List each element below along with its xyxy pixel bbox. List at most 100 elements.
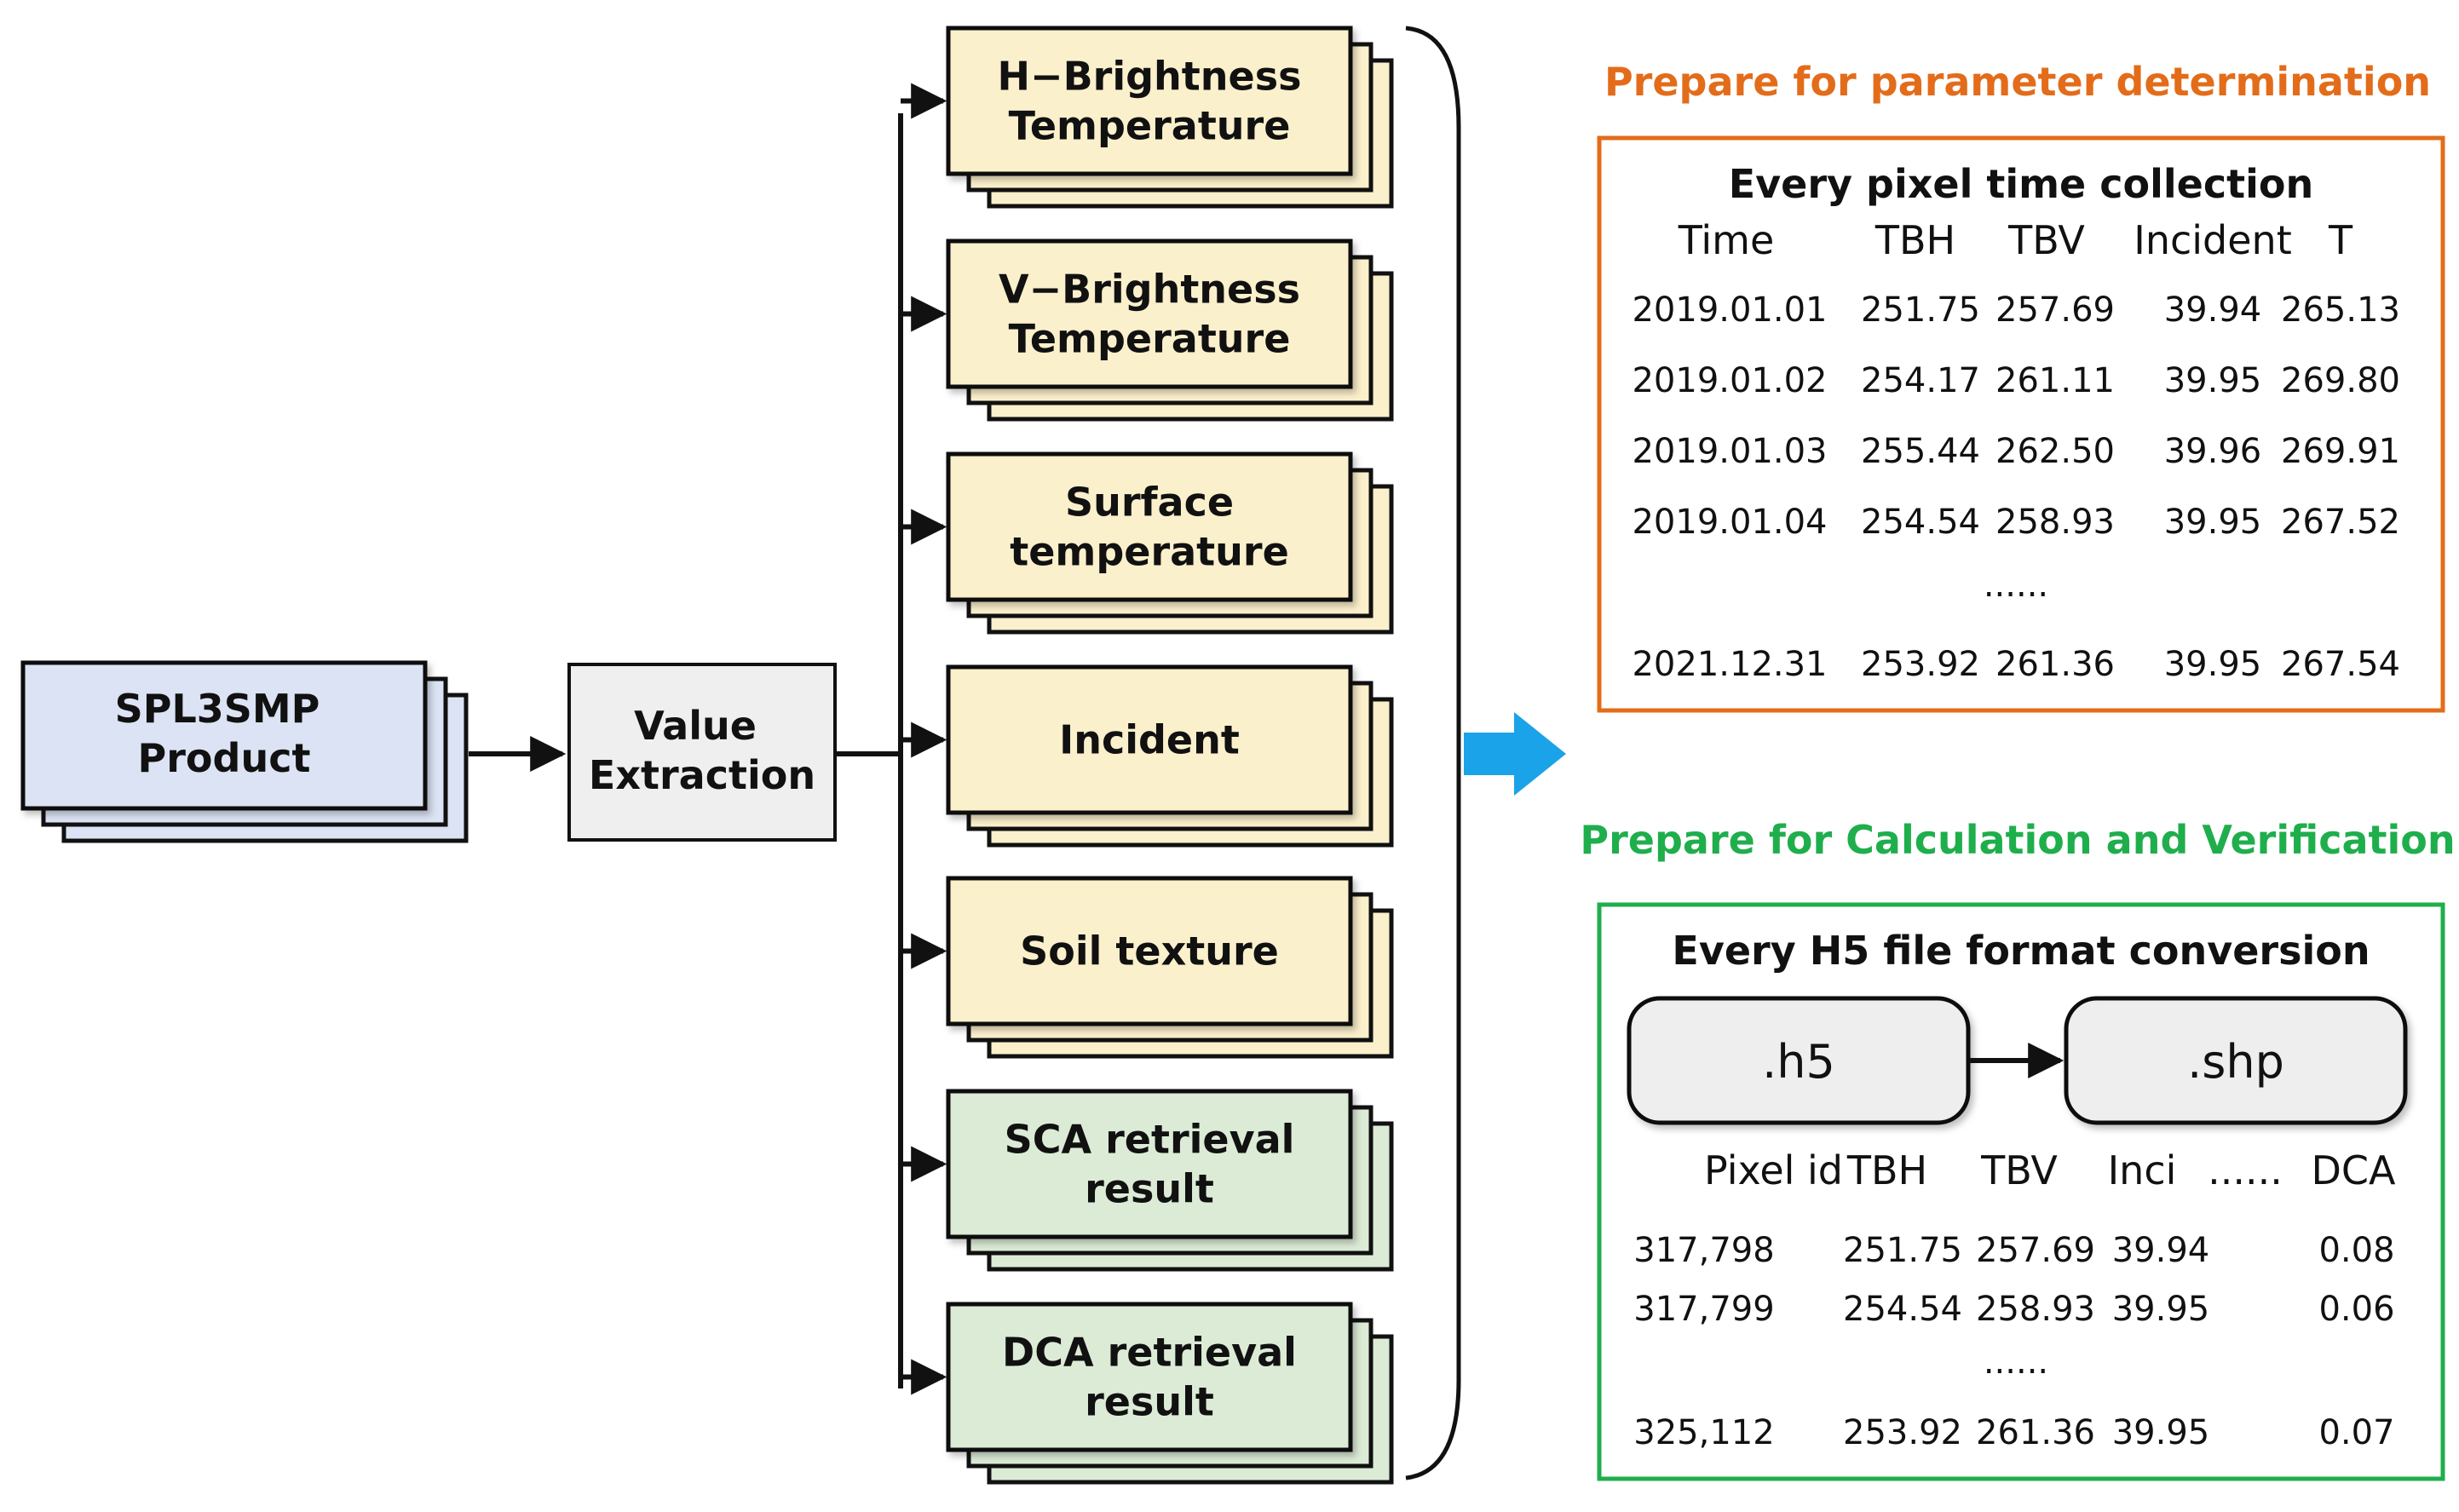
param-table-cell: 254.17 xyxy=(1861,361,1980,400)
surface-temp-label-line-1: Surface xyxy=(1065,480,1234,526)
calc-table-cell: 251.75 xyxy=(1843,1231,1962,1270)
calc-table-cell: 261.36 xyxy=(1976,1413,2095,1452)
param-table-cell: 2019.01.02 xyxy=(1632,361,1827,400)
h-bt-label-line-2: Temperature xyxy=(1009,103,1291,149)
spl3smp-label-line-1: SPL3SMP xyxy=(115,686,320,732)
param-table-title: Every pixel time collection xyxy=(1729,161,2314,207)
calc-table-cell: 325,112 xyxy=(1633,1413,1774,1452)
layer-box-soil-texture: Soil texture xyxy=(946,876,1394,1059)
param-table-cell: 39.95 xyxy=(2164,361,2262,400)
calc-header-cell: TBV xyxy=(1980,1147,2058,1193)
calc-table-frame xyxy=(1597,902,2445,1481)
param-header-cell: T xyxy=(2328,217,2353,263)
calc-table-cell: 0.07 xyxy=(2318,1413,2394,1452)
param-table-cell: 267.52 xyxy=(2281,503,2400,542)
incident-label-line-1: Incident xyxy=(1059,717,1240,763)
param-table-cell: 2019.01.03 xyxy=(1632,432,1827,471)
soil-texture-label-line-1: Soil texture xyxy=(1020,928,1279,974)
param-section-title: Prepare for parameter determination xyxy=(1604,59,2431,105)
param-table-cell: 262.50 xyxy=(1995,432,2115,471)
calc-ellipsis: ...... xyxy=(1984,1342,2048,1382)
param-table-cell: 267.54 xyxy=(2281,645,2400,684)
extraction-label-line-1: Value xyxy=(634,703,757,749)
svg-text:Soil texture: Soil texture xyxy=(1020,928,1279,974)
v-bt-label-line-2: Temperature xyxy=(1009,316,1291,362)
calc-table-cell: 258.93 xyxy=(1976,1290,2095,1329)
calc-table-cell: 0.08 xyxy=(2318,1231,2394,1270)
spl3smp-label-line-2: Product xyxy=(138,735,311,781)
param-table-cell: 39.96 xyxy=(2164,432,2262,471)
param-table-cell: 39.95 xyxy=(2164,645,2262,684)
param-ellipsis: ...... xyxy=(1984,566,2048,605)
param-table-cell: 261.11 xyxy=(1995,361,2115,400)
calc-table-cell: 39.94 xyxy=(2112,1231,2210,1270)
param-header-cell: Time xyxy=(1678,217,1775,263)
param-table-cell: 269.91 xyxy=(2281,432,2400,471)
calc-table-cell: 317,799 xyxy=(1633,1290,1774,1329)
calc-header-cell: TBH xyxy=(1846,1147,1927,1193)
calc-table-cell: 39.95 xyxy=(2112,1413,2210,1452)
param-header-cell: Incident xyxy=(2134,217,2291,263)
svg-text:SPL3SMP Product: SPL3SMP Product xyxy=(115,686,334,781)
big-right-arrow-icon xyxy=(1464,712,1566,796)
param-table-cell: 2019.01.04 xyxy=(1632,503,1827,542)
h5-format-box: .h5 xyxy=(1627,996,1971,1125)
param-table-cell: 258.93 xyxy=(1995,503,2115,542)
v-bt-label-line-1: V−Brightness xyxy=(999,267,1300,313)
calc-table-cell: 317,798 xyxy=(1633,1231,1774,1270)
calc-table-cell: 253.92 xyxy=(1843,1413,1962,1452)
param-table-cell: 257.69 xyxy=(1995,290,2115,330)
param-table-cell: 254.54 xyxy=(1861,503,1980,542)
calc-header-cell: DCA xyxy=(2311,1147,2396,1193)
calc-table-cell: 257.69 xyxy=(1976,1231,2095,1270)
svg-text:Value Extraction: Value Extraction xyxy=(589,703,815,798)
calc-header-cell: Inci xyxy=(2108,1147,2177,1193)
param-table-cell: 265.13 xyxy=(2281,290,2400,330)
sca-result-label-line-2: result xyxy=(1085,1166,1214,1212)
calc-header-cell: Pixel id xyxy=(1704,1147,1843,1193)
value-extraction-box: Value Extraction xyxy=(567,663,837,842)
spl3smp-product-box: SPL3SMP Product xyxy=(20,660,469,843)
param-table-cell: 251.75 xyxy=(1861,290,1980,330)
calc-table-cell: 254.54 xyxy=(1843,1290,1962,1329)
sca-result-label-line-1: SCA retrieval xyxy=(1005,1117,1295,1163)
shp-format-label: .shp xyxy=(2187,1035,2284,1089)
param-table-cell: 269.80 xyxy=(2281,361,2400,400)
param-header-cell: TBV xyxy=(2007,217,2085,263)
surface-temp-label-line-2: temperature xyxy=(1010,529,1289,575)
h5-format-label: .h5 xyxy=(1762,1035,1835,1089)
calc-table-title: Every H5 file format conversion xyxy=(1672,928,2370,974)
h-bt-label-line-1: H−Brightness xyxy=(998,54,1302,100)
layer-box-incident: Incident xyxy=(946,664,1394,848)
shp-format-box: .shp xyxy=(2064,996,2408,1125)
param-table-cell: 39.95 xyxy=(2164,503,2262,542)
calc-table-cell: 0.06 xyxy=(2318,1290,2394,1329)
dca-result-label-line-2: result xyxy=(1085,1379,1214,1425)
svg-text:Incident: Incident xyxy=(1059,717,1240,763)
param-table-cell: 253.92 xyxy=(1861,645,1980,684)
dca-result-label-line-1: DCA retrieval xyxy=(1002,1330,1297,1376)
param-table-frame xyxy=(1597,135,2445,713)
calc-table-cell: 39.95 xyxy=(2112,1290,2210,1329)
grouping-bracket xyxy=(1405,26,1461,1480)
extraction-label-line-2: Extraction xyxy=(589,752,815,798)
calc-section-title: Prepare for Calculation and Verification xyxy=(1580,817,2455,863)
calc-header-cell: ...... xyxy=(2208,1147,2283,1193)
param-table-cell: 255.44 xyxy=(1861,432,1980,471)
param-table-cell: 2019.01.01 xyxy=(1632,290,1827,330)
param-table-cell: 39.94 xyxy=(2164,290,2262,330)
